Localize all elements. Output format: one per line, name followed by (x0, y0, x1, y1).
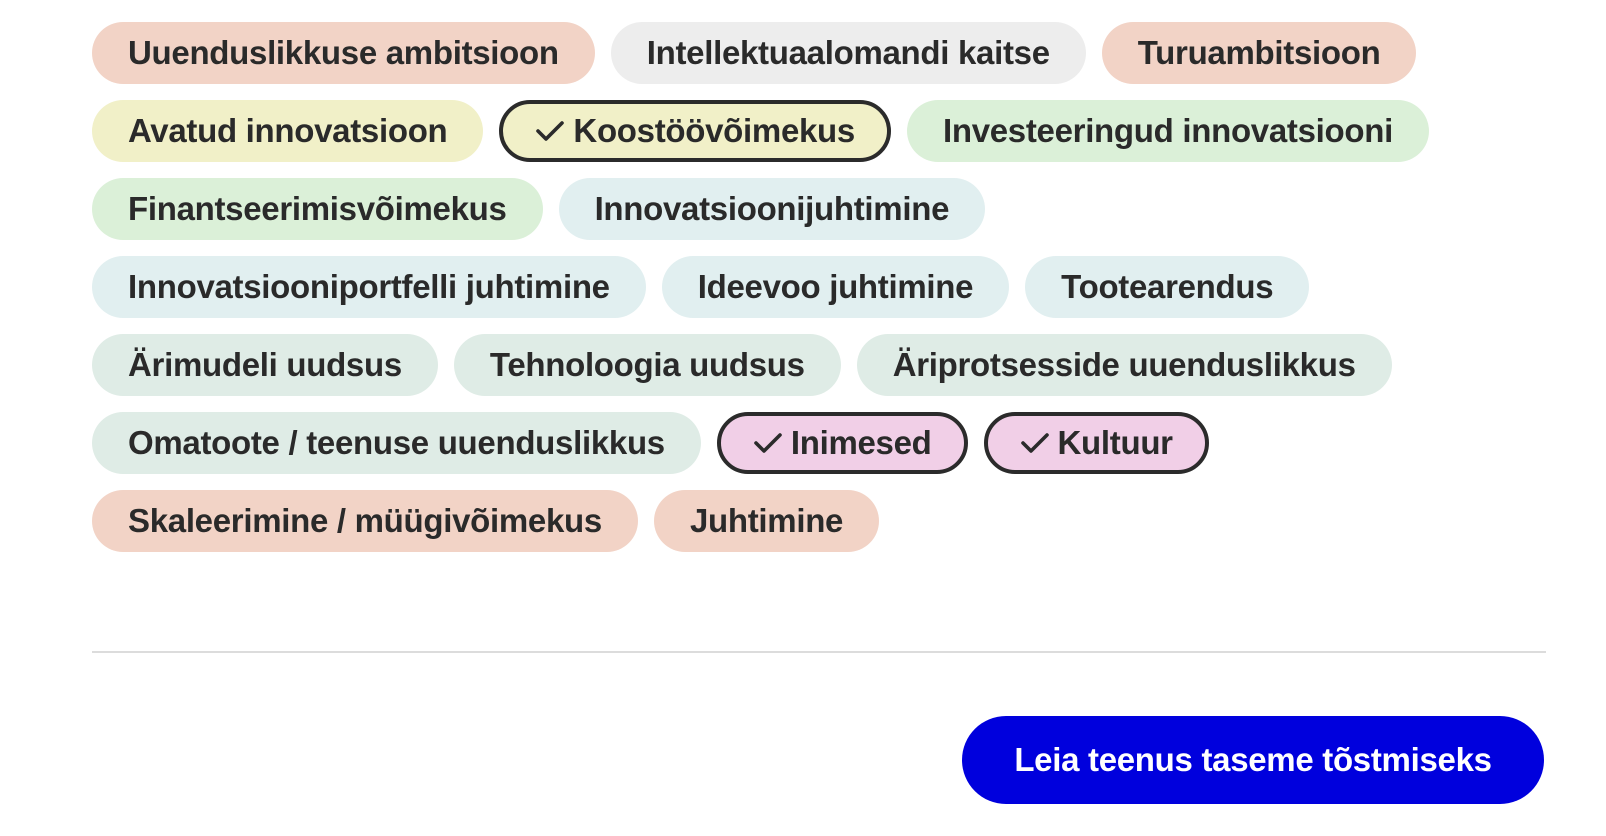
chip-uuenduslikkuse-ambitsioon[interactable]: Uuenduslikkuse ambitsioon (92, 22, 595, 84)
chip-row: Innovatsiooniportfelli juhtimine Ideevoo … (92, 256, 1512, 318)
chip-omatoote-teenuse-uuenduslikkus[interactable]: Omatoote / teenuse uuenduslikkus (92, 412, 701, 474)
chip-row: Omatoote / teenuse uuenduslikkus Inimesed… (92, 412, 1512, 474)
chip-arimudeli-uudsus[interactable]: Ärimudeli uudsus (92, 334, 438, 396)
chip-avatud-innovatsioon[interactable]: Avatud innovatsioon (92, 100, 484, 162)
chip-koostoovoimekus[interactable]: Koostöövõimekus (499, 100, 891, 162)
checkmark-icon (753, 431, 783, 455)
chip-tehnoloogia-uudsus[interactable]: Tehnoloogia uudsus (453, 334, 841, 396)
chip-label: Ärimudeli uudsus (128, 346, 402, 383)
chip-label: Ideevoo juhtimine (697, 268, 974, 305)
chip-row: Skaleerimine / müügivõimekus Juhtimine (92, 490, 1512, 552)
chip-tootearendus[interactable]: Tootearendus (1025, 256, 1310, 318)
chip-label: Juhtimine (689, 502, 844, 539)
chip-label: Omatoote / teenuse uuenduslikkus (128, 424, 665, 461)
chip-finantseerimisvoimekus[interactable]: Finantseerimisvõimekus (92, 178, 543, 240)
find-service-button[interactable]: Leia teenus taseme tõstmiseks (962, 716, 1544, 804)
chip-label: Turuambitsioon (1137, 34, 1381, 71)
chip-kultuur[interactable]: Kultuur (983, 412, 1209, 474)
chip-juhtimine[interactable]: Juhtimine (653, 490, 880, 552)
chip-label: Tehnoloogia uudsus (489, 346, 805, 383)
chip-intellektuaalomandi-kaitse[interactable]: Intellektuaalomandi kaitse (610, 22, 1086, 84)
chip-row: Finantseerimisvõimekus Innovatsioonijuhti… (92, 178, 1512, 240)
chip-row: Avatud innovatsioon Koostöövõimekus Invest… (92, 100, 1512, 162)
chip-label: Finantseerimisvõimekus (128, 190, 507, 227)
chip-label: Kultuur (1057, 424, 1174, 461)
chip-label: Inimesed (790, 424, 932, 461)
chip-label: Intellektuaalomandi kaitse (646, 34, 1050, 71)
chip-label: Investeeringud innovatsiooni (942, 112, 1393, 149)
chip-ideevoo-juhtimine[interactable]: Ideevoo juhtimine (661, 256, 1010, 318)
chip-row: Ärimudeli uudsus Tehnoloogia uudsus Äripro… (92, 334, 1512, 396)
chip-investeeringud-innovatsiooni[interactable]: Investeeringud innovatsiooni (906, 100, 1429, 162)
chip-label: Koostöövõimekus (573, 112, 855, 149)
checkmark-icon (1020, 431, 1050, 455)
chip-label: Avatud innovatsioon (128, 112, 448, 149)
divider (92, 651, 1546, 653)
chip-innovatsiooniportfelli-juhtimine[interactable]: Innovatsiooniportfelli juhtimine (92, 256, 646, 318)
chip-label: Innovatsiooniportfelli juhtimine (128, 268, 610, 305)
chip-ariprotsesside-uuenduslikkus[interactable]: Äriprotsesside uuenduslikkus (856, 334, 1392, 396)
topic-chip-list: Uuenduslikkuse ambitsioon Intellektuaalom… (92, 22, 1512, 568)
chip-label: Äriprotsesside uuenduslikkus (892, 346, 1356, 383)
chip-label: Skaleerimine / müügivõimekus (128, 502, 602, 539)
chip-label: Innovatsioonijuhtimine (594, 190, 950, 227)
chip-innovatsioonijuhtimine[interactable]: Innovatsioonijuhtimine (558, 178, 986, 240)
chip-label: Tootearendus (1061, 268, 1274, 305)
chip-row: Uuenduslikkuse ambitsioon Intellektuaalom… (92, 22, 1512, 84)
chip-label: Uuenduslikkuse ambitsioon (128, 34, 559, 71)
chip-turuambitsioon[interactable]: Turuambitsioon (1101, 22, 1417, 84)
checkmark-icon (535, 119, 565, 143)
chip-skaleerimine-muugivoimekus[interactable]: Skaleerimine / müügivõimekus (92, 490, 638, 552)
chip-inimesed[interactable]: Inimesed (716, 412, 968, 474)
